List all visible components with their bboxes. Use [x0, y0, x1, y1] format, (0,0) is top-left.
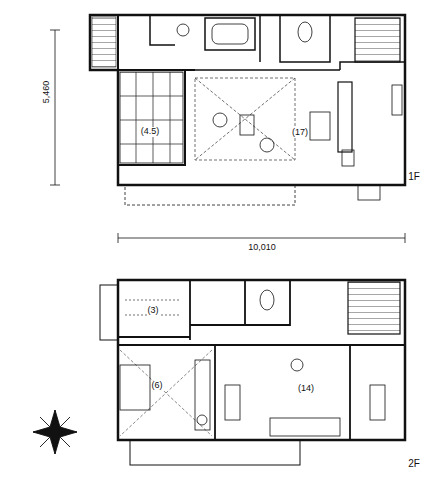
room-size: (4.5)	[140, 127, 161, 137]
dimension-label: 10,010	[247, 243, 277, 253]
floor-label: 2F	[407, 458, 421, 469]
dimension-label: 5,460	[42, 80, 52, 105]
room-size: (3)	[147, 306, 160, 316]
room-size: (17)	[291, 128, 309, 138]
room-size: (14)	[297, 384, 315, 394]
room-size: (6)	[151, 381, 164, 391]
floor-label: 1F	[407, 171, 421, 182]
